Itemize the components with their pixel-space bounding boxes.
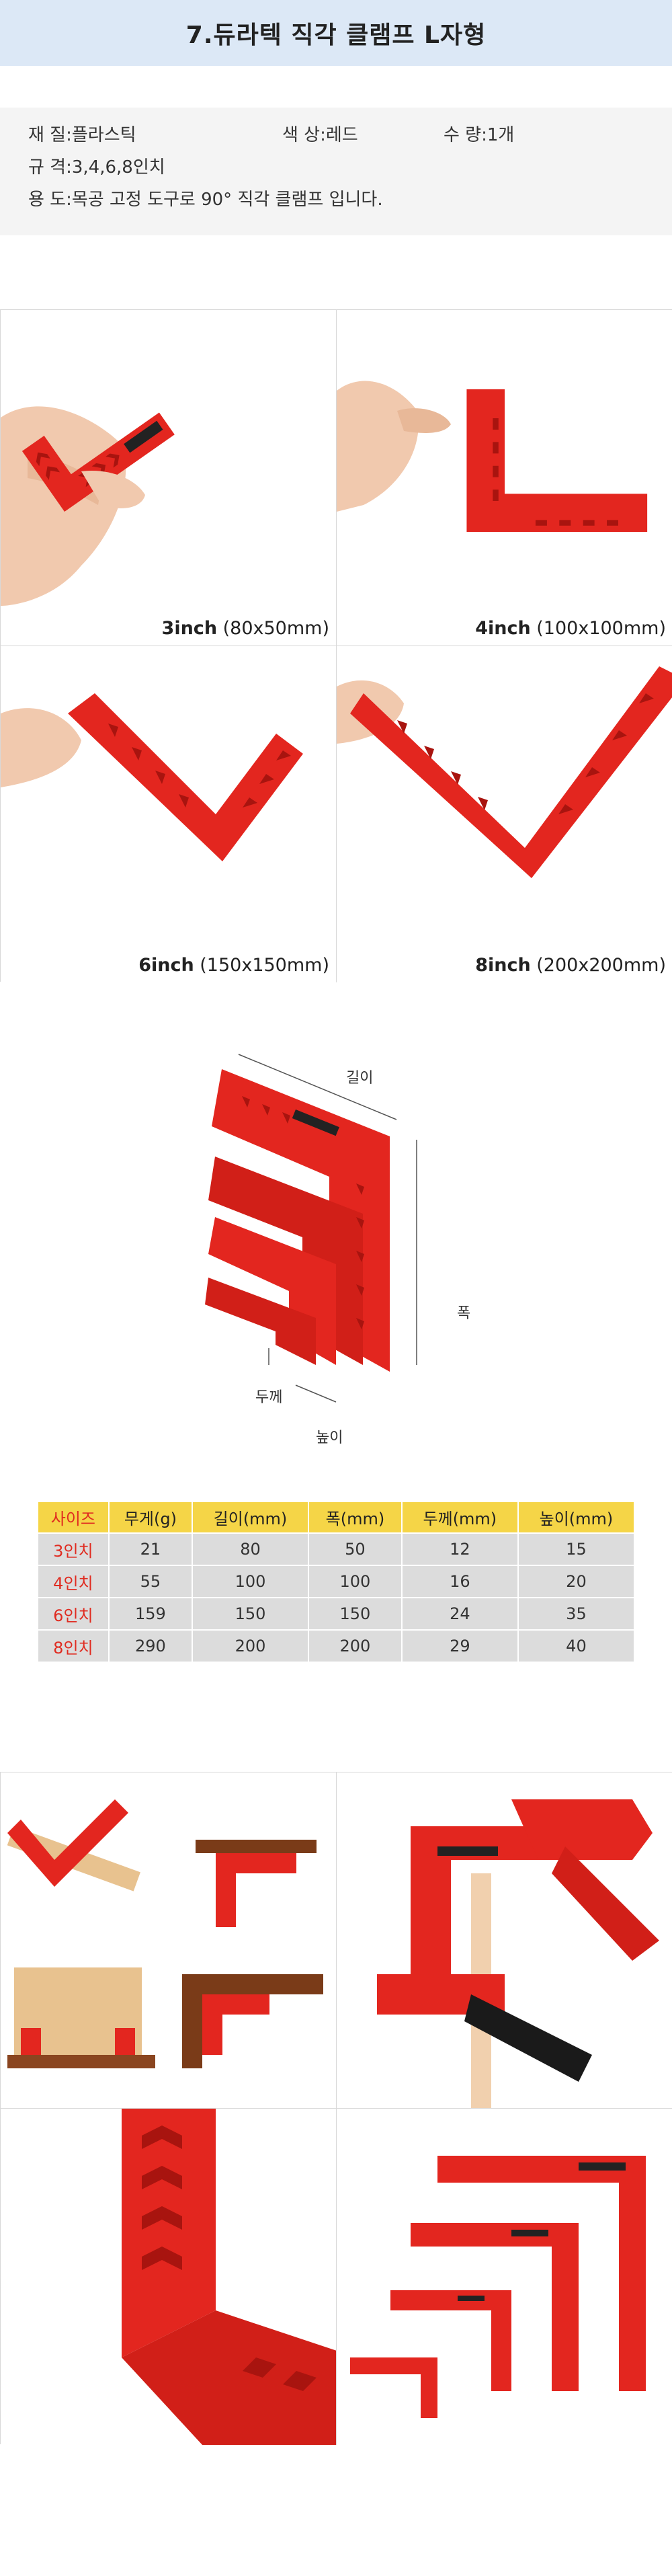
table-cell: 159: [108, 1597, 193, 1631]
table-cell: 150: [308, 1597, 403, 1631]
table-cell: 12: [401, 1532, 519, 1566]
height-label: 높이: [316, 1430, 343, 1446]
photo-3inch: 3inch (80x50mm): [1, 310, 337, 646]
clamp-in-hand-image: [337, 666, 672, 878]
thickness-label: 두께: [255, 1389, 283, 1406]
spec-size: 규 격:3,4,6,8인치: [28, 157, 165, 178]
table-cell: 100: [308, 1565, 403, 1598]
table-cell: 150: [191, 1597, 310, 1631]
table-cell: 3인치: [37, 1532, 110, 1566]
table-cell: 50: [308, 1532, 403, 1566]
clamp-closeup-image: [122, 2109, 336, 2445]
clamp-with-grip-image: [377, 1799, 659, 2108]
table-cell: 40: [517, 1629, 636, 1663]
table-cell: 200: [191, 1629, 310, 1663]
clamp-lineup-image: [350, 2156, 646, 2418]
table-header: 폭(mm): [308, 1501, 403, 1534]
woodworking-examples-image: [7, 1799, 323, 2068]
table-row: 8인치 290 200 200 29 40: [37, 1629, 636, 1663]
table-cell: 16: [401, 1565, 519, 1598]
table-cell: 290: [108, 1629, 193, 1663]
table-cell: 24: [401, 1597, 519, 1631]
table-cell: 6인치: [37, 1597, 110, 1631]
table-cell: 4인치: [37, 1565, 110, 1598]
length-label: 길이: [346, 1070, 374, 1087]
photo-8inch: 8inch (200x200mm): [337, 646, 672, 982]
page-title: 7.듀라텍 직각 클램프 L자형: [185, 22, 487, 49]
clamp-stack-image: [205, 1069, 390, 1372]
clamp-in-hand-image: [1, 693, 303, 861]
table-cell: 80: [191, 1532, 310, 1566]
spec-usage: 용 도:목공 고정 도구로 90° 직각 클램프 입니다.: [28, 190, 383, 210]
table-header: 두께(mm): [401, 1501, 519, 1534]
clamp-in-hand-image: [337, 381, 648, 532]
spec-material: 재 질:플라스틱: [28, 125, 136, 145]
usage-photo-size-lineup: [337, 2109, 672, 2445]
table-header: 무게(g): [108, 1501, 193, 1534]
table-cell: 100: [191, 1565, 310, 1598]
table-cell: 55: [108, 1565, 193, 1598]
table-cell: 21: [108, 1532, 193, 1566]
table-header: 길이(mm): [191, 1501, 310, 1534]
table-cell: 29: [401, 1629, 519, 1663]
table-cell: 15: [517, 1532, 636, 1566]
table-cell: 20: [517, 1565, 636, 1598]
title-bar: 7.듀라텍 직각 클램프 L자형: [0, 0, 672, 66]
table-cell: 200: [308, 1629, 403, 1663]
spec-table: 사이즈 무게(g) 길이(mm) 폭(mm) 두께(mm) 높이(mm) 3인치…: [37, 1501, 636, 1663]
table-header: 높이(mm): [517, 1501, 636, 1534]
usage-photo-grid: [0, 1772, 672, 2445]
usage-photo-clamped-frame: [337, 1772, 672, 2109]
photo-caption: 8inch (200x200mm): [475, 955, 666, 976]
photo-6inch: 6inch (150x150mm): [1, 646, 337, 982]
table-row: 3인치 21 80 50 12 15: [37, 1532, 636, 1566]
width-label: 폭: [457, 1305, 471, 1322]
table-header: 사이즈: [37, 1501, 110, 1534]
table-row: 4인치 55 100 100 16 20: [37, 1565, 636, 1598]
table-row: 6인치 159 150 150 24 35: [37, 1597, 636, 1631]
size-photo-grid: 3inch (80x50mm) 4inch (100x100mm: [0, 309, 672, 982]
spec-box: [0, 108, 672, 235]
usage-photo-closeup: [1, 2109, 337, 2445]
dimension-diagram: [205, 1054, 417, 1403]
clamp-in-hand-image: [1, 406, 175, 606]
photo-caption: 3inch (80x50mm): [161, 618, 329, 639]
photo-4inch: 4inch (100x100mm): [337, 310, 672, 646]
photo-caption: 4inch (100x100mm): [475, 618, 666, 639]
usage-photo-collage: [1, 1772, 337, 2109]
photo-caption: 6inch (150x150mm): [138, 955, 329, 976]
spec-color: 색 상:레드: [282, 125, 358, 145]
table-header-row: 사이즈 무게(g) 길이(mm) 폭(mm) 두께(mm) 높이(mm): [37, 1501, 636, 1534]
spec-quantity: 수 량:1개: [444, 125, 515, 145]
table-cell: 8인치: [37, 1629, 110, 1663]
table-cell: 35: [517, 1597, 636, 1631]
